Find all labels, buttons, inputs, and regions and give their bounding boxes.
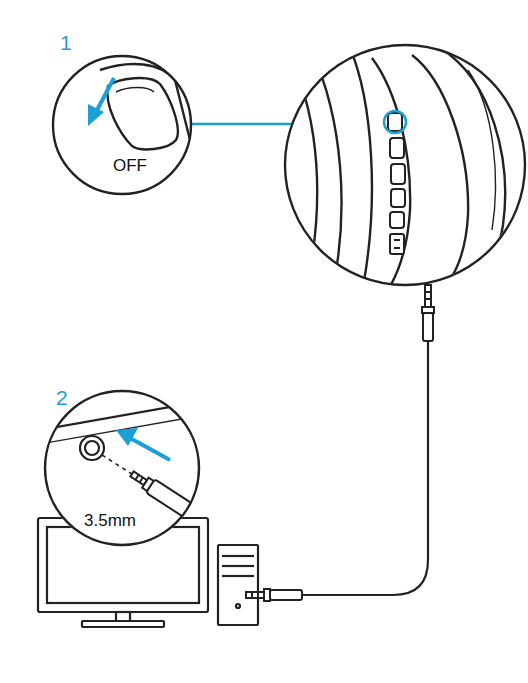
audio-port (140, 477, 143, 482)
headset-buttons (394, 239, 400, 241)
audio-cable (302, 340, 428, 595)
callout-circle-fill (52, 55, 192, 195)
computer-tower (236, 604, 240, 608)
pc-plug (270, 590, 302, 600)
headset-plug (425, 285, 431, 307)
detail-circle (285, 45, 525, 285)
highlight-ring (384, 111, 406, 133)
headset-earcup (412, 55, 468, 292)
audio-port (40, 400, 210, 525)
headset-plug (425, 291, 431, 293)
slide-arrow (88, 104, 104, 126)
jack-size-label: 3.5mm (84, 512, 136, 531)
insert-arrow (116, 428, 138, 446)
headset-buttons (390, 234, 404, 254)
callout-circle-fill (44, 390, 200, 546)
callout-circle: 1OFF (52, 55, 192, 195)
headset-buttons (390, 138, 404, 158)
headset-plug (425, 298, 431, 300)
power-switch (116, 88, 154, 93)
headset-earcup (292, 60, 317, 290)
pc-plug (257, 592, 259, 598)
computer-tower (222, 555, 254, 557)
headset-plug (422, 285, 434, 341)
step-number: 1 (60, 31, 72, 54)
circle-outline (45, 391, 199, 545)
headset-buttons (391, 189, 405, 207)
audio-port (102, 455, 132, 474)
power-switch (100, 64, 190, 149)
audio-cable (302, 340, 428, 595)
pc-plug (251, 592, 253, 598)
computer-tower (218, 545, 258, 625)
slide-arrow (88, 78, 114, 126)
headset-buttons (394, 247, 400, 249)
headset-earcup (292, 48, 505, 296)
insert-arrow (116, 428, 170, 460)
callout-circle: 23.5mm (44, 390, 200, 546)
computer-tower (222, 575, 254, 577)
insert-arrow (130, 438, 170, 460)
headset-earcup (372, 58, 410, 290)
slide-arrow (96, 78, 114, 112)
computer-tower (222, 565, 254, 567)
audio-port (135, 475, 138, 480)
detail-circle-fill (285, 45, 525, 285)
step-number: 2 (56, 386, 68, 409)
pc-plug (246, 592, 264, 598)
headset-buttons (391, 164, 405, 184)
power-switch (107, 78, 177, 149)
headset-buttons (388, 113, 402, 131)
audio-port (80, 436, 104, 460)
headset-earcup (468, 70, 495, 230)
pc-plug (246, 589, 302, 601)
circle-outline (53, 56, 191, 194)
headset-plug (423, 313, 433, 341)
computer-monitor (82, 621, 164, 627)
audio-port (85, 441, 99, 455)
switch-label: OFF (113, 157, 147, 176)
headset-earcup (350, 48, 372, 292)
computer-tower (218, 545, 258, 625)
headset-buttons (390, 212, 404, 228)
